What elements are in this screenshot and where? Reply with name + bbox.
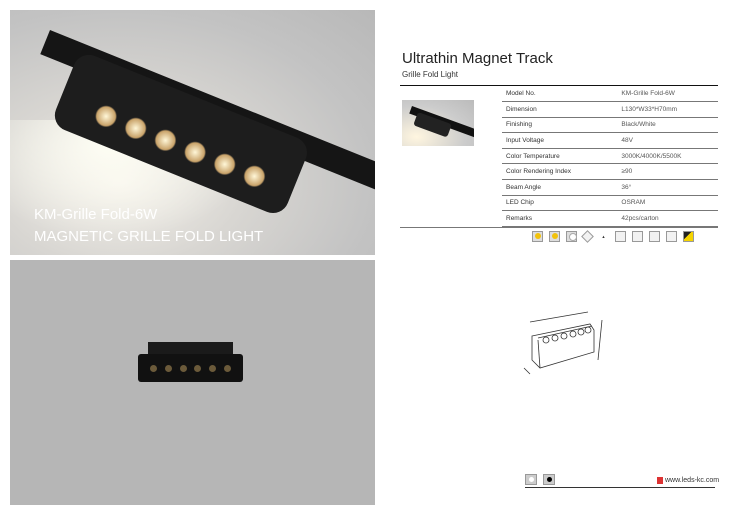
spec-label: Finishing	[502, 117, 604, 134]
spec-value: OSRAM	[603, 195, 718, 212]
power-icon	[615, 231, 626, 242]
spec-value: KM-Grille Fold-6W	[603, 86, 718, 103]
class-iii-icon	[581, 230, 594, 243]
spec-row: Color Rendering Index≥90	[502, 163, 718, 181]
product-fixture	[138, 342, 243, 384]
spec-value: 48V	[603, 132, 718, 149]
product-thumbnail	[402, 100, 474, 146]
model-caption: KM-Grille Fold-6W	[34, 206, 158, 223]
lens	[149, 364, 157, 372]
cool-light-icon	[566, 231, 577, 242]
spec-value: 36°	[603, 179, 718, 196]
spec-label: Color Temperature	[502, 148, 604, 165]
spec-row: Model No.KM-Grille Fold-6W	[502, 86, 718, 103]
track-mount-icon	[683, 231, 694, 242]
lens	[164, 364, 172, 372]
spec-label: Beam Angle	[502, 179, 604, 196]
lens	[194, 364, 202, 372]
website-url: www.leds-kc.com	[665, 477, 720, 484]
hero-product-photo: KM-Grille Fold-6W MAGNETIC GRILLE FOLD L…	[10, 10, 375, 255]
fixture-body	[138, 354, 243, 382]
divider	[400, 85, 718, 86]
website: www.leds-kc.com	[657, 477, 719, 484]
spec-label: Color Rendering Index	[502, 163, 604, 181]
neutral-light-icon	[549, 231, 560, 242]
spec-value: L130*W33*H70mm	[603, 101, 718, 118]
feature-icons: ▲	[532, 230, 694, 243]
spec-value: 42pcs/carton	[603, 210, 718, 227]
white-icon	[525, 474, 537, 485]
lens	[179, 364, 187, 372]
name-caption: MAGNETIC GRILLE FOLD LIGHT	[34, 228, 264, 245]
spec-value: 3000K/4000K/5500K	[603, 148, 718, 165]
lens	[209, 364, 217, 372]
dimming-icon: ▲	[601, 234, 606, 239]
spec-label: Dimension	[502, 101, 604, 118]
black-icon	[543, 474, 555, 485]
warm-light-icon	[532, 231, 543, 242]
product-photo	[10, 260, 375, 505]
spec-value: ≥90	[603, 163, 718, 181]
spec-label: Model No.	[502, 86, 604, 103]
divider	[525, 487, 715, 488]
lifetime-icon	[649, 231, 660, 242]
cri-icon	[632, 231, 643, 242]
beam-angle-icon	[666, 231, 677, 242]
spec-label: LED Chip	[502, 195, 604, 212]
lens	[224, 364, 232, 372]
spec-value: Black/White	[603, 117, 718, 134]
dimension-drawing	[523, 311, 603, 375]
logo-icon	[657, 477, 663, 484]
page-title: Ultrathin Magnet Track	[402, 50, 553, 67]
finish-swatches	[525, 474, 555, 485]
fixture-top	[148, 342, 233, 356]
page-subtitle: Grille Fold Light	[402, 70, 459, 79]
spec-label: Remarks	[502, 210, 604, 227]
divider	[400, 227, 718, 228]
spec-label: Input Voltage	[502, 132, 604, 149]
